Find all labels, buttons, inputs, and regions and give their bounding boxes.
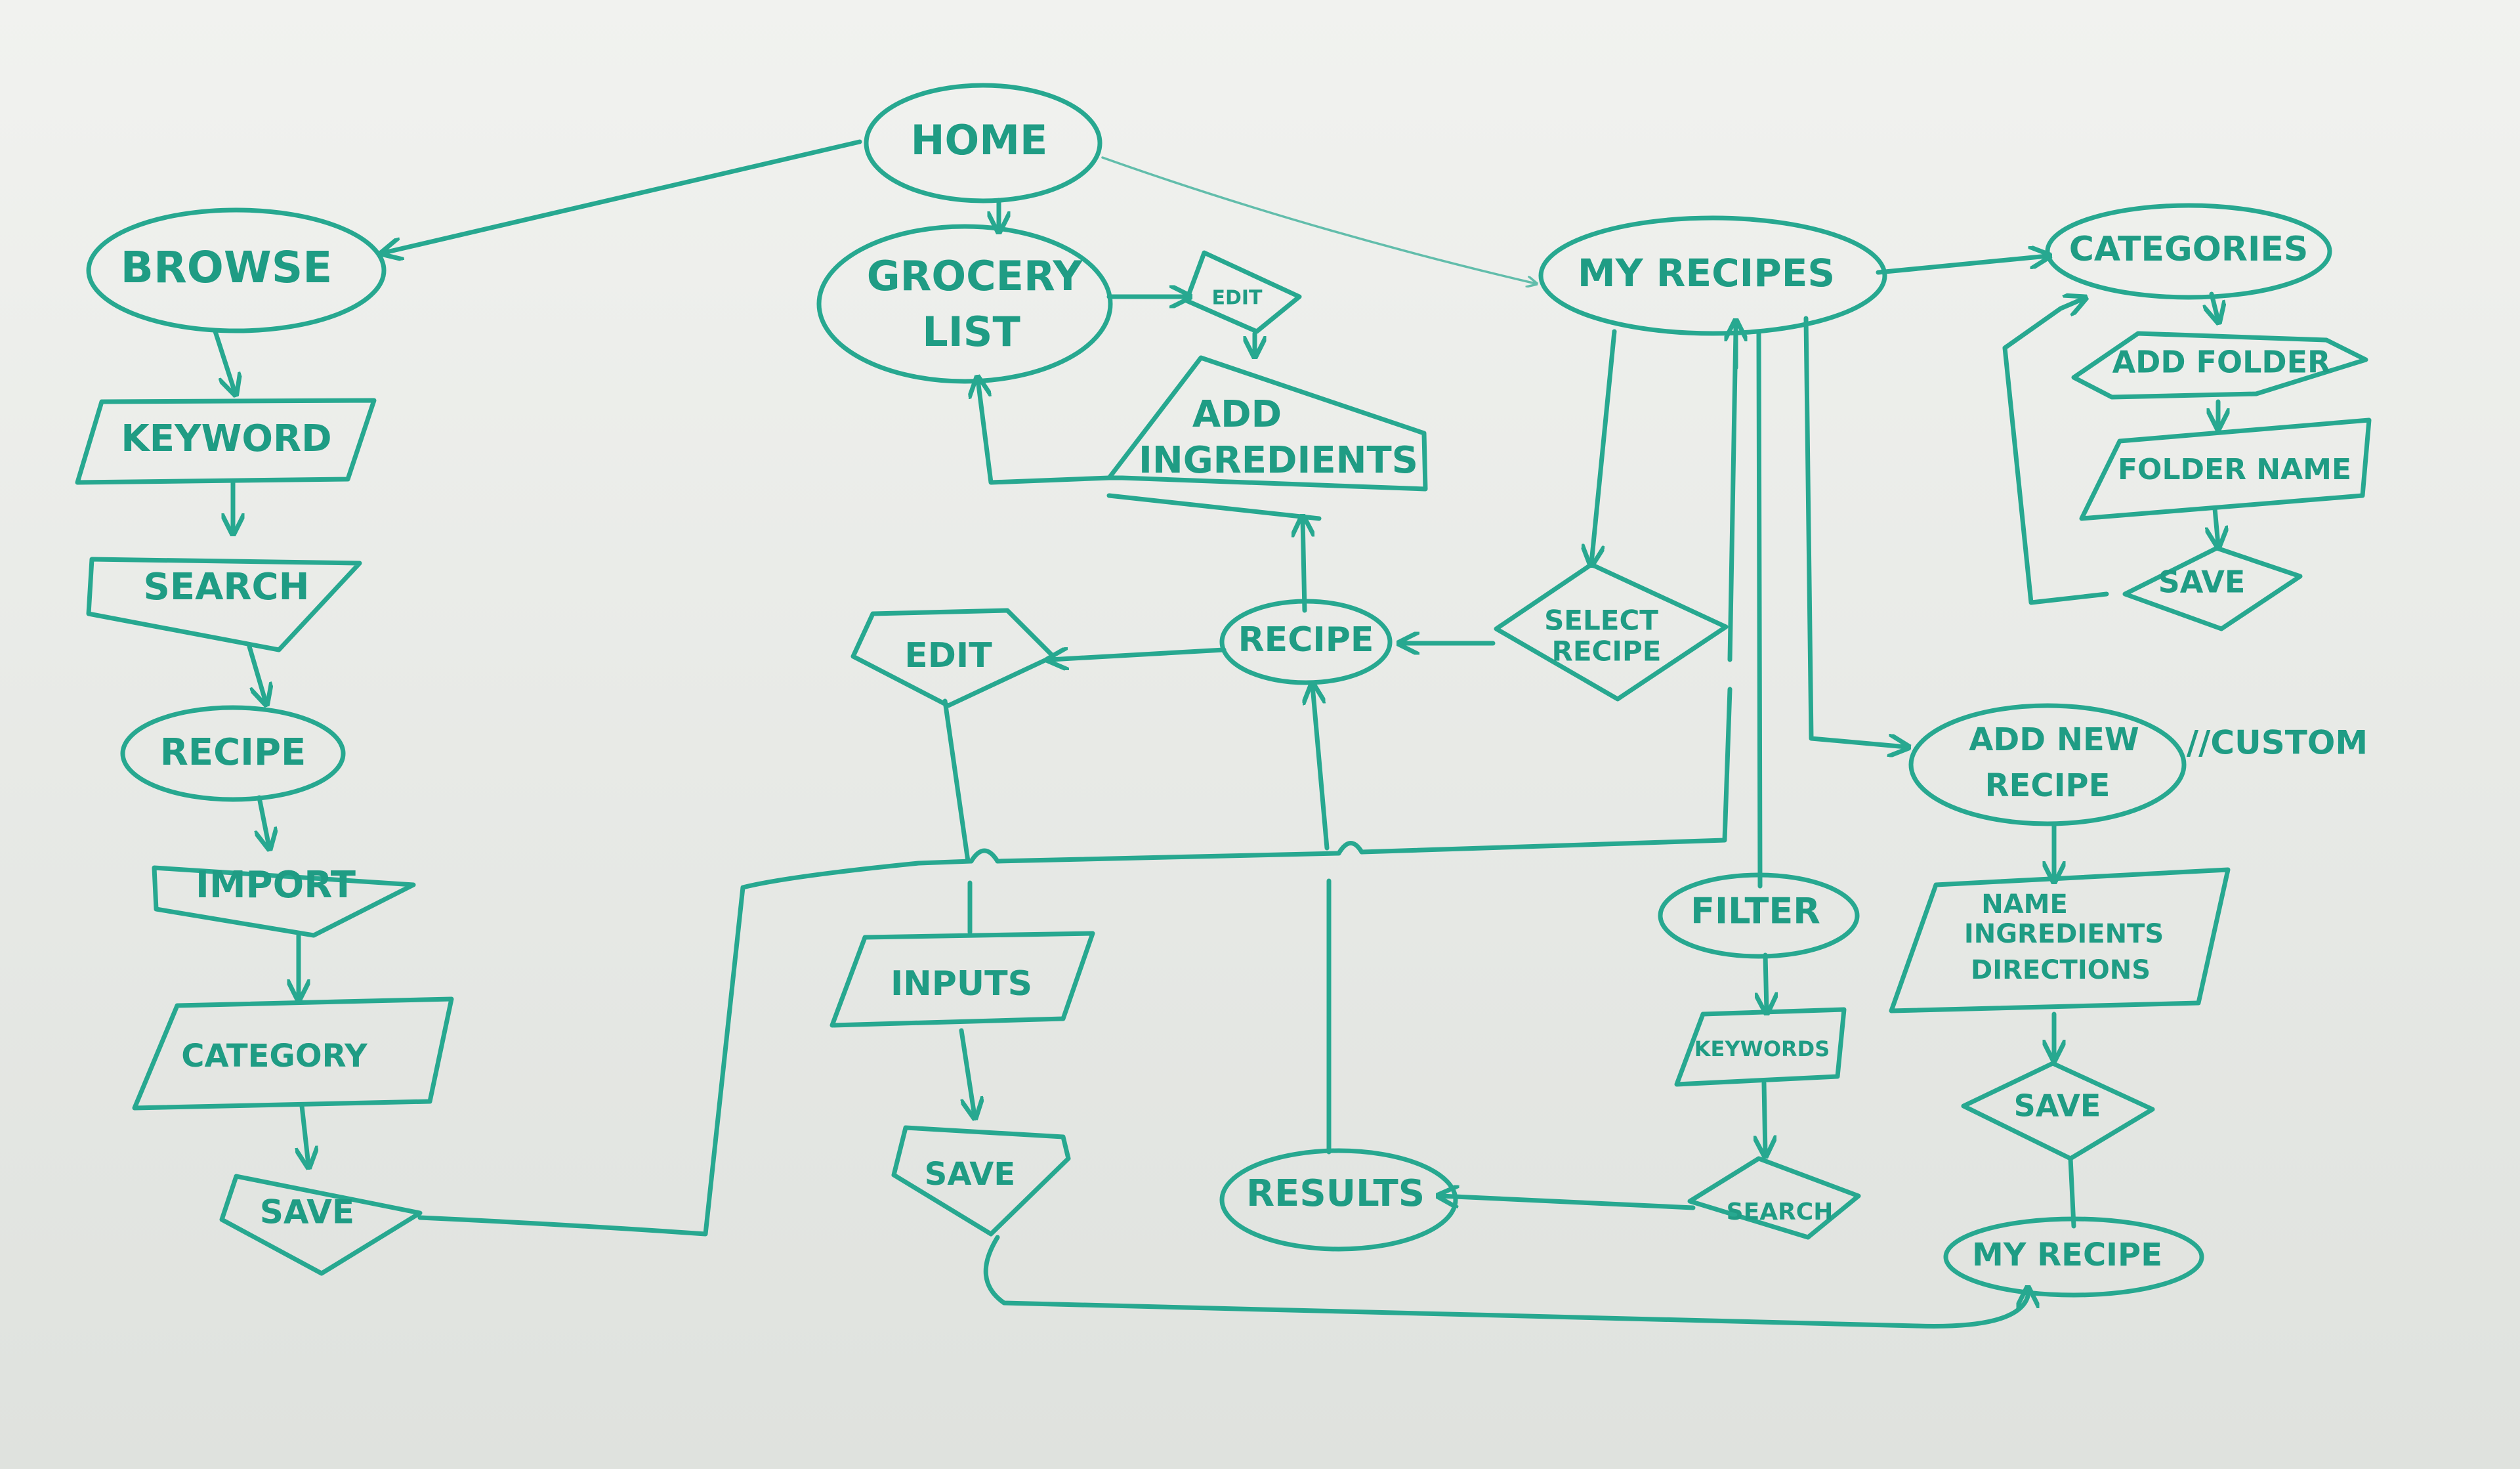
line-myrecipes-filter	[1756, 329, 1763, 889]
node-details-label-1: NAME	[1981, 889, 2068, 920]
node-new-save-label: SAVE	[2014, 1088, 2101, 1124]
node-browse-label: BROWSE	[121, 242, 333, 293]
arrow-recipe-edit	[1050, 650, 1227, 660]
node-browse-recipe-label: RECIPE	[160, 731, 306, 774]
node-edit-save-label: SAVE	[925, 1156, 1015, 1193]
node-my-recipes: MY RECIPES	[1538, 215, 1887, 336]
node-grocery-list: GROCERY LIST	[816, 224, 1113, 384]
arrow-recipe-addingredients	[1303, 519, 1305, 613]
node-my-recipes-label: MY RECIPES	[1578, 251, 1835, 295]
node-recipe-details: NAME INGREDIENTS DIRECTIONS	[1889, 867, 2231, 1013]
node-filter-label: FILTER	[1690, 891, 1820, 932]
arrow-myrecipes-addnew	[1803, 316, 1906, 747]
node-results-label: RESULTS	[1246, 1172, 1425, 1215]
arrow-search-recipe	[247, 644, 266, 702]
node-browse-save-label: SAVE	[260, 1193, 354, 1231]
node-filter: FILTER	[1658, 872, 1860, 959]
node-add-new-recipe-label-1: ADD NEW	[1969, 721, 2139, 758]
node-add-ingredients-label-1: ADD	[1192, 393, 1282, 436]
node-grocery-label-2: LIST	[922, 308, 1020, 356]
node-edit: EDIT	[850, 608, 1056, 708]
node-import-label: IMPORT	[196, 864, 356, 906]
node-home: HOME	[864, 83, 1102, 203]
node-search: SEARCH	[86, 557, 362, 652]
hop-over-edit-line	[969, 848, 1000, 864]
node-import: IMPORT	[152, 864, 416, 938]
node-categories-label: CATEGORIES	[2069, 230, 2309, 269]
node-add-ingredients-label-2: INGREDIENTS	[1139, 439, 1418, 482]
node-add-folder: ADD FOLDER	[2071, 331, 2368, 400]
node-grocery-edit: EDIT	[1184, 250, 1302, 334]
arrow-browse-keyword	[213, 329, 235, 393]
node-folder-name: FOLDER NAME	[2079, 417, 2372, 521]
node-recipe: RECIPE	[1219, 599, 1393, 685]
arrow-filter-keywords	[1765, 952, 1767, 1011]
node-keyword-label: KEYWORD	[121, 417, 331, 460]
custom-note-label: //CUSTOM	[2187, 724, 2368, 762]
node-select-recipe: SELECT RECIPE	[1494, 562, 1729, 702]
node-inputs-label: INPUTS	[891, 964, 1032, 1004]
arrow-results-recipe	[1312, 686, 1330, 851]
node-add-folder-label: ADD FOLDER	[2112, 345, 2331, 380]
node-select-recipe-label-2: RECIPE	[1552, 635, 1662, 668]
node-keywords: KEYWORDS	[1674, 1007, 1847, 1087]
arrow-myrecipes-select	[1591, 329, 1617, 563]
node-categories: CATEGORIES	[2045, 203, 2332, 300]
node-grocery-label-1: GROCERY	[867, 252, 1083, 300]
node-my-recipe: MY RECIPE	[1943, 1216, 2204, 1298]
arrow-myrecipes-categories	[1876, 256, 2048, 275]
arrow-editsave-myrecipe	[983, 1235, 2028, 1329]
connectors	[213, 139, 2218, 1329]
node-folder-save-label: SAVE	[2158, 564, 2246, 600]
arrow-foldername-save	[2215, 506, 2218, 545]
node-add-new-recipe-label-2: RECIPE	[1985, 767, 2110, 804]
arrow-addingredients-grocery	[978, 379, 1112, 485]
arrow-home-myrecipes	[1101, 156, 1536, 284]
node-browse: BROWSE	[86, 207, 387, 333]
arrow-search-results	[1440, 1196, 1696, 1210]
arrow-recipe-import	[259, 795, 269, 847]
node-browse-save: SAVE	[219, 1174, 423, 1276]
node-folder-name-label: FOLDER NAME	[2118, 453, 2351, 486]
node-search-label: SEARCH	[143, 566, 309, 608]
node-keyword: KEYWORD	[75, 398, 377, 485]
node-results: RESULTS	[1219, 1148, 1458, 1252]
arrow-category-save	[302, 1103, 308, 1165]
node-my-recipe-label: MY RECIPE	[1972, 1237, 2162, 1273]
node-add-ingredients: ADD INGREDIENTS	[1106, 355, 1428, 521]
node-select-recipe-label-1: SELECT	[1544, 605, 1658, 637]
node-category: CATEGORY	[132, 996, 454, 1111]
node-edit-label: EDIT	[904, 636, 992, 675]
node-recipe-label: RECIPE	[1238, 620, 1374, 660]
node-keywords-label: KEYWORDS	[1694, 1036, 1830, 1061]
arrow-keywords-search	[1764, 1080, 1765, 1154]
hop-over-results-line	[1336, 841, 1364, 856]
node-category-label: CATEGORY	[181, 1038, 368, 1075]
node-new-save: SAVE	[1961, 1061, 2155, 1161]
node-browse-recipe: RECIPE	[120, 705, 346, 802]
node-edit-save: SAVE	[891, 1125, 1071, 1237]
custom-note: //CUSTOM	[2187, 724, 2368, 762]
arrow-home-browse	[384, 139, 862, 253]
node-filter-search: SEARCH	[1687, 1156, 1861, 1240]
arrow-inputs-save	[959, 1028, 975, 1116]
node-inputs: INPUTS	[830, 931, 1095, 1028]
node-grocery-edit-label: EDIT	[1211, 287, 1263, 310]
arrow-foldersave-categories	[2002, 299, 2109, 605]
line-newsave-myrecipe	[2068, 1156, 2076, 1229]
node-home-label: HOME	[911, 116, 1048, 164]
node-folder-save: SAVE	[2122, 545, 2303, 631]
node-details-label-3: DIRECTIONS	[1971, 955, 2151, 985]
node-add-new-recipe: ADD NEW RECIPE	[1908, 703, 2187, 826]
node-details-label-2: INGREDIENTS	[1964, 919, 2164, 949]
path-browse-save-to-myrecipes	[417, 329, 1738, 1237]
node-filter-search-label: SEARCH	[1727, 1199, 1834, 1225]
line-edit-inputs	[942, 698, 973, 935]
